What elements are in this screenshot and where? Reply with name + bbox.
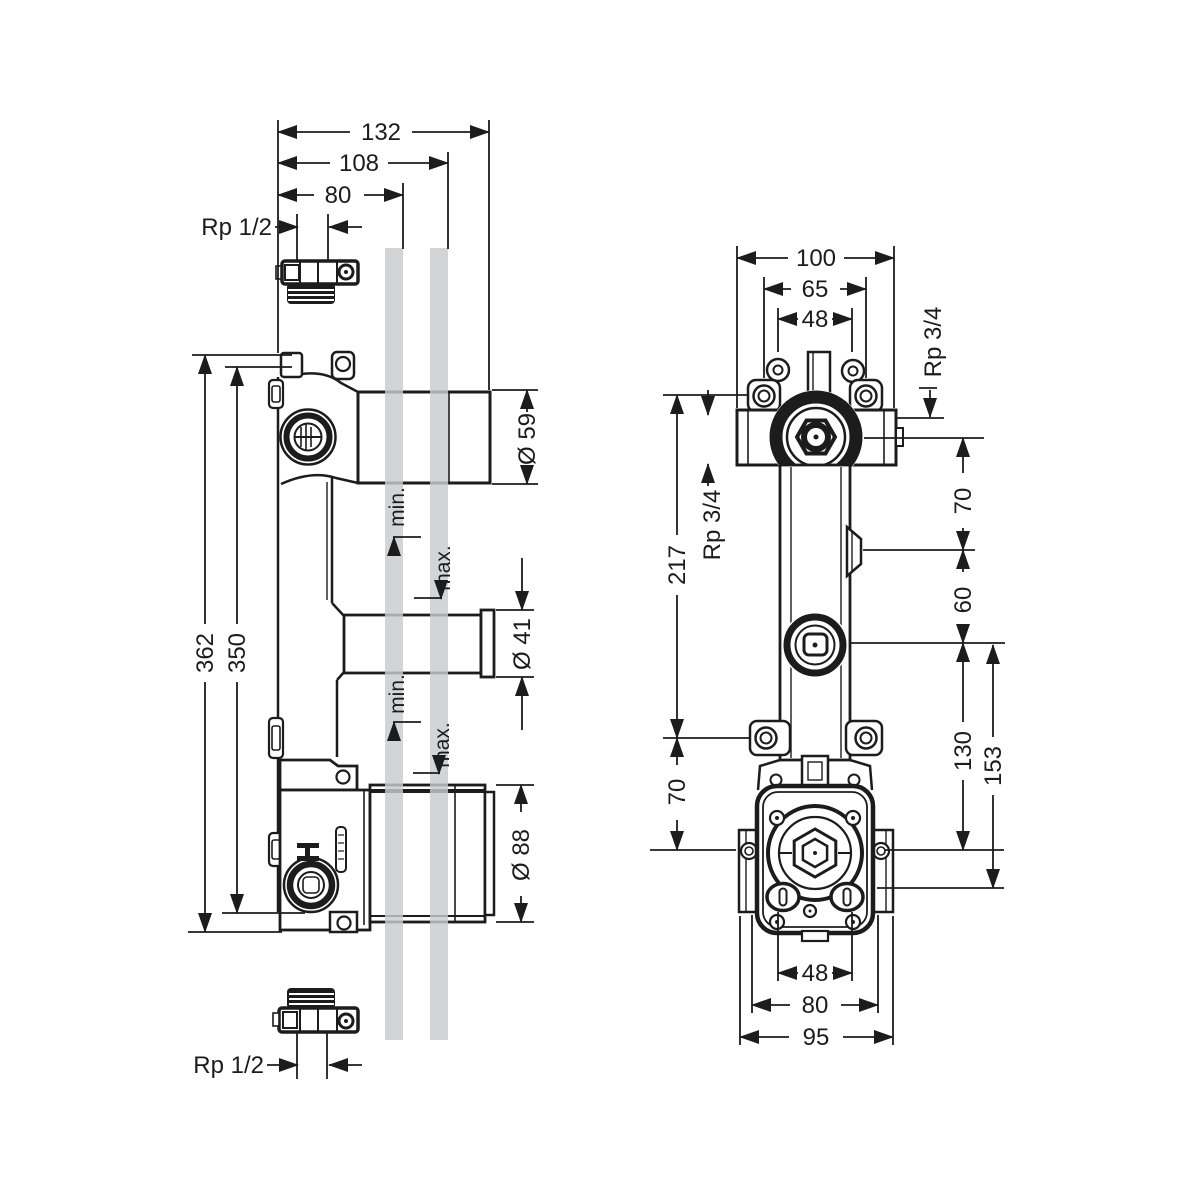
dim-130: 130 xyxy=(950,731,977,771)
dim-95: 95 xyxy=(803,1024,830,1051)
dim-80-bottom: 80 xyxy=(802,992,829,1019)
hex-nut xyxy=(780,827,850,879)
dim-100: 100 xyxy=(796,245,836,272)
depth-indicator-wedge xyxy=(845,524,863,579)
svg-text:min.: min. xyxy=(386,674,409,714)
left-view-side-elevation: 132 108 80 Rp 1/2 Rp 1/2 362 xyxy=(188,119,541,1079)
svg-text:max.: max. xyxy=(432,545,455,591)
brand-bar xyxy=(335,826,347,873)
middle-port-front xyxy=(782,612,848,678)
top-port xyxy=(279,408,337,466)
dim-153: 153 xyxy=(980,746,1007,786)
plaster-mark-min-upper: min. xyxy=(386,487,421,556)
left-view-dimensions: 132 108 80 Rp 1/2 Rp 1/2 362 xyxy=(188,119,541,1079)
svg-text:max.: max. xyxy=(431,722,454,768)
lower-boss-right xyxy=(844,719,884,757)
dim-70-right: 70 xyxy=(950,488,977,515)
right-view-front-elevation: 100 65 48 Rp 3/4 Rp 3/4 217 xyxy=(650,245,1007,1051)
dim-350: 350 xyxy=(224,633,251,673)
plaster-mark-max-lower: max. xyxy=(413,722,454,775)
clip-upper xyxy=(267,378,285,410)
plaster-mark-max-upper: max. xyxy=(414,545,455,600)
dim-362: 362 xyxy=(192,633,219,673)
dim-217: 217 xyxy=(664,545,691,585)
dim-dia-59: Ø 59 xyxy=(514,413,541,465)
lower-boss-left xyxy=(748,719,792,757)
screw-boss-right xyxy=(848,378,884,414)
pipe-left xyxy=(385,248,403,1040)
middle-outlet-stub xyxy=(342,608,496,679)
thread-label-left: Rp 3/4 xyxy=(699,490,726,561)
dim-80: 80 xyxy=(325,182,352,209)
thread-label-top: Rp 1/2 xyxy=(201,214,272,241)
pipe-right xyxy=(430,248,448,1040)
dim-dia-88: Ø 88 xyxy=(508,829,535,881)
dim-48-top: 48 xyxy=(802,306,829,333)
hook-eyelet-right xyxy=(840,358,866,384)
supply-pipes xyxy=(385,248,448,1040)
h-mark xyxy=(297,843,319,861)
svg-text:min.: min. xyxy=(386,487,409,527)
dim-dia-41: Ø 41 xyxy=(509,618,536,670)
mounting-rail xyxy=(267,350,359,912)
bottom-port xyxy=(282,856,340,914)
dim-132: 132 xyxy=(361,119,401,146)
top-housing xyxy=(279,390,492,485)
thread-label-bottom: Rp 1/2 xyxy=(193,1052,264,1079)
plaster-mark-min-lower: min. xyxy=(386,674,421,741)
dim-70-left: 70 xyxy=(664,779,691,806)
screw-slot-right xyxy=(829,881,865,913)
screw-boss-left xyxy=(746,378,782,414)
hook-eyelet-left xyxy=(765,357,791,383)
dim-65: 65 xyxy=(802,276,829,303)
dim-48-bottom: 48 xyxy=(802,960,829,987)
clip-middle xyxy=(267,716,285,760)
bottom-fitting xyxy=(272,988,360,1034)
rv-column xyxy=(748,463,884,762)
dim-60: 60 xyxy=(950,587,977,614)
top-fitting xyxy=(275,259,360,304)
right-view-dimensions: 100 65 48 Rp 3/4 Rp 3/4 217 xyxy=(650,245,1007,1051)
thread-label-right: Rp 3/4 xyxy=(920,307,947,378)
dim-108: 108 xyxy=(339,150,379,177)
screw-slot-left xyxy=(765,881,801,913)
rv-bottom-valve xyxy=(737,754,895,943)
